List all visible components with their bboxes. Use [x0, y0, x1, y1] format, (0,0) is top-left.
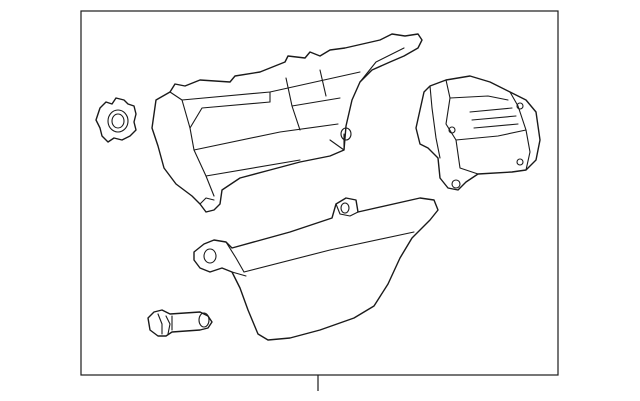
retainer-clip-icon: [95, 97, 137, 143]
diagram-frame: [80, 10, 559, 376]
bumper-stop-icon: [147, 309, 213, 337]
glove-box-door-icon: [193, 197, 439, 341]
air-vent-duct-icon: [415, 75, 541, 191]
glove-box-housing-icon: [151, 33, 423, 213]
